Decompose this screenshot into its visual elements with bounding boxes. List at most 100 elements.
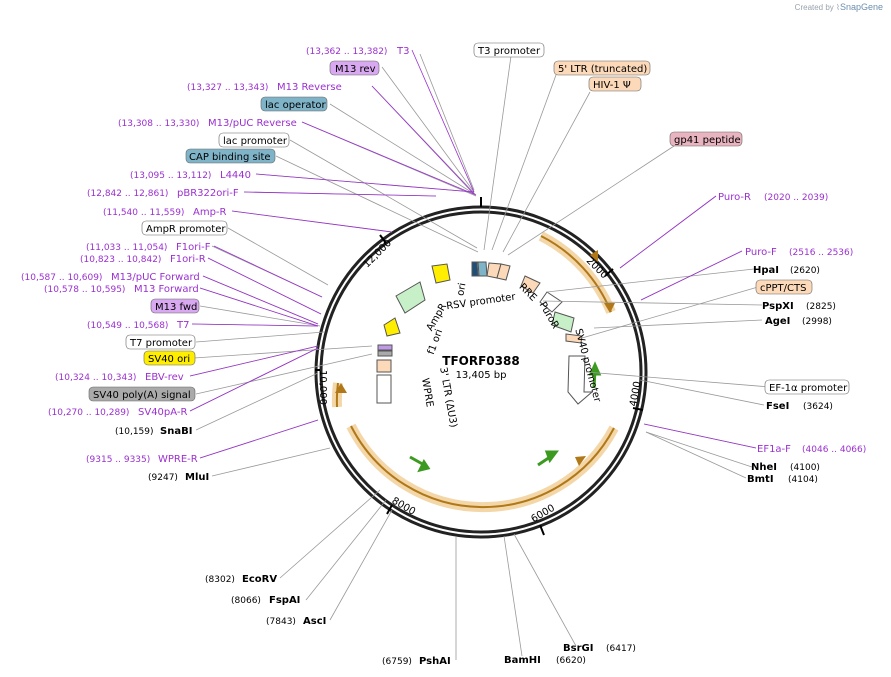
inner-label-wpre: WPRE (419, 377, 435, 408)
box-cap-binding-site[interactable] (185, 148, 276, 164)
tick-label-8000: 8000 (390, 496, 418, 518)
box-gp41-peptide[interactable] (669, 131, 743, 147)
label-pspxi[interactable]: PspXI (762, 301, 794, 312)
label-coord-agei: (2998) (802, 317, 832, 327)
box-sv40-ori[interactable] (143, 350, 196, 366)
label-t7-promoter: T7 promoter (129, 338, 193, 349)
label-ampr-promoter: AmpR promoter (146, 224, 226, 235)
feature-ef1a-block (567, 355, 594, 405)
label-coord-amp-r: (11,540 .. 11,559) (103, 208, 184, 218)
label-puro-r[interactable]: Puro-R (718, 192, 751, 203)
label-amp-r[interactable]: Amp-R (193, 207, 227, 218)
feature-ltr3-block (376, 359, 392, 373)
feature-ori-block (431, 263, 451, 284)
label-bamhi[interactable]: BamHI (504, 655, 541, 666)
box-cppt-cts[interactable] (755, 279, 813, 295)
label-pshai[interactable]: PshAI (419, 656, 451, 667)
label-hpai[interactable]: HpaI (753, 265, 779, 276)
label-bmti[interactable]: BmtI (747, 474, 774, 485)
label-coord-ef1a-f: (4046 .. 4066) (802, 445, 866, 455)
arc-arrow-1 (590, 250, 598, 262)
label-ebv-rev[interactable]: EBV-rev (145, 372, 184, 383)
label-coord-ecorv: (8302) (205, 575, 235, 585)
box-ef1a-promoter[interactable] (764, 379, 850, 395)
label-t3[interactable]: T3 (396, 46, 409, 57)
label-coord-asci: (7843) (266, 617, 296, 627)
box-ampr-promoter[interactable] (141, 220, 228, 236)
label-coord-t3: (13,362 .. 13,382) (306, 47, 387, 57)
label-ef1a-promoter: EF-1α promoter (769, 383, 848, 394)
right-labels: T3 promoter 5' LTR (truncated) HIV-1 Ψ g… (473, 42, 866, 485)
box-t3-promoter[interactable] (473, 42, 545, 58)
label-f1ori-r[interactable]: F1ori-R (170, 254, 206, 265)
label-coord-m13-forward: (10,578 .. 10,595) (44, 285, 125, 295)
label-coord-nhei: (4100) (790, 463, 820, 473)
gene-arc-arrows (335, 250, 615, 466)
label-coord-puro-r: (2020 .. 2039) (764, 193, 828, 203)
arc-arrow-3 (575, 456, 586, 466)
label-pbr322ori-f[interactable]: pBR322ori-F (177, 188, 239, 199)
box-hiv1-psi[interactable] (588, 76, 642, 92)
label-m13-forward[interactable]: M13 Forward (134, 284, 199, 295)
inner-label-ori: ori (455, 282, 468, 297)
arc-arrow-2 (604, 303, 615, 313)
tick-label-10000: 10,000 (317, 370, 328, 405)
label-cppt-cts: cPPT/CTS (760, 283, 806, 294)
label-sv40-polya: SV40 poly(A) signal (93, 390, 191, 401)
box-m13-rev[interactable] (329, 60, 380, 76)
credit-brand: SnapGene (839, 2, 883, 12)
label-agei[interactable]: AgeI (765, 316, 790, 327)
label-f1ori-f[interactable]: F1ori-F (176, 242, 211, 253)
feature-wpre-block (376, 374, 392, 404)
inner-features (376, 261, 594, 405)
box-sv40-polya[interactable] (88, 386, 196, 402)
box-5ltr[interactable] (553, 60, 651, 76)
tick-6000 (539, 524, 545, 536)
snapgene-logo-icon: ⌇ (836, 3, 840, 12)
label-snabi[interactable]: SnaBI (160, 426, 192, 437)
feature-terminator-block (377, 344, 393, 351)
label-coord-mlui: (9247) (148, 473, 178, 483)
label-coord-puro-f: (2516 .. 2536) (789, 248, 853, 258)
label-gp41-peptide: gp41 peptide (674, 135, 741, 146)
bottom-labels: (8302) EcoRV (8066) FspAI (7843) AscI (6… (205, 574, 636, 667)
label-coord-t7: (10,549 .. 10,568) (87, 321, 168, 331)
label-mlui[interactable]: MluI (185, 472, 209, 483)
label-coord-f1ori-f: (11,033 .. 11,054) (86, 243, 167, 253)
box-t7-promoter[interactable] (125, 334, 196, 350)
label-coord-m13puc-forward: (10,587 .. 10,609) (21, 273, 102, 283)
label-coord-pbr322ori-f: (12,842 .. 12,861) (87, 189, 168, 199)
label-coord-fsei: (3624) (803, 402, 833, 412)
feature-ampr-block (395, 281, 426, 314)
label-m13-reverse[interactable]: M13 Reverse (277, 82, 342, 93)
feature-puror-block (551, 311, 575, 333)
feature-psi-block (496, 263, 511, 281)
label-sv40pa-r[interactable]: SV40pA-R (138, 407, 187, 418)
box-lac-operator[interactable] (260, 96, 328, 112)
tick-label-4000: 4000 (628, 380, 643, 407)
label-puro-f[interactable]: Puro-F (745, 247, 777, 258)
label-wpre-r[interactable]: WPRE-R (158, 454, 198, 465)
label-asci[interactable]: AscI (303, 616, 326, 627)
label-nhei[interactable]: NheI (751, 462, 777, 473)
label-bsrgi[interactable]: BsrGI (563, 643, 593, 654)
label-t7[interactable]: T7 (176, 320, 189, 331)
label-m13puc-forward[interactable]: M13/pUC Forward (111, 272, 200, 283)
label-coord-l4440: (13,095 .. 13,112) (130, 171, 211, 181)
label-ecorv[interactable]: EcoRV (242, 574, 277, 585)
backbone-inner-ring (319, 210, 643, 534)
label-m13puc-reverse[interactable]: M13/pUC Reverse (208, 118, 297, 129)
feature-cppt-block (565, 333, 583, 344)
box-m13-fwd[interactable] (150, 298, 200, 314)
arc-orf-lower (346, 423, 619, 513)
label-coord-m13-reverse: (13,327 .. 13,343) (187, 83, 268, 93)
label-fspai[interactable]: FspAI (269, 595, 300, 606)
label-l4440[interactable]: L4440 (220, 170, 251, 181)
label-ef1a-f[interactable]: EF1a-F (757, 444, 791, 455)
arc-arrow-4 (335, 383, 347, 393)
box-lac-promoter[interactable] (218, 132, 290, 148)
primer-lines (189, 49, 757, 459)
label-m13-rev: M13 rev (335, 64, 376, 75)
label-fsei[interactable]: FseI (766, 401, 789, 412)
label-coord-fspai: (8066) (231, 596, 261, 606)
